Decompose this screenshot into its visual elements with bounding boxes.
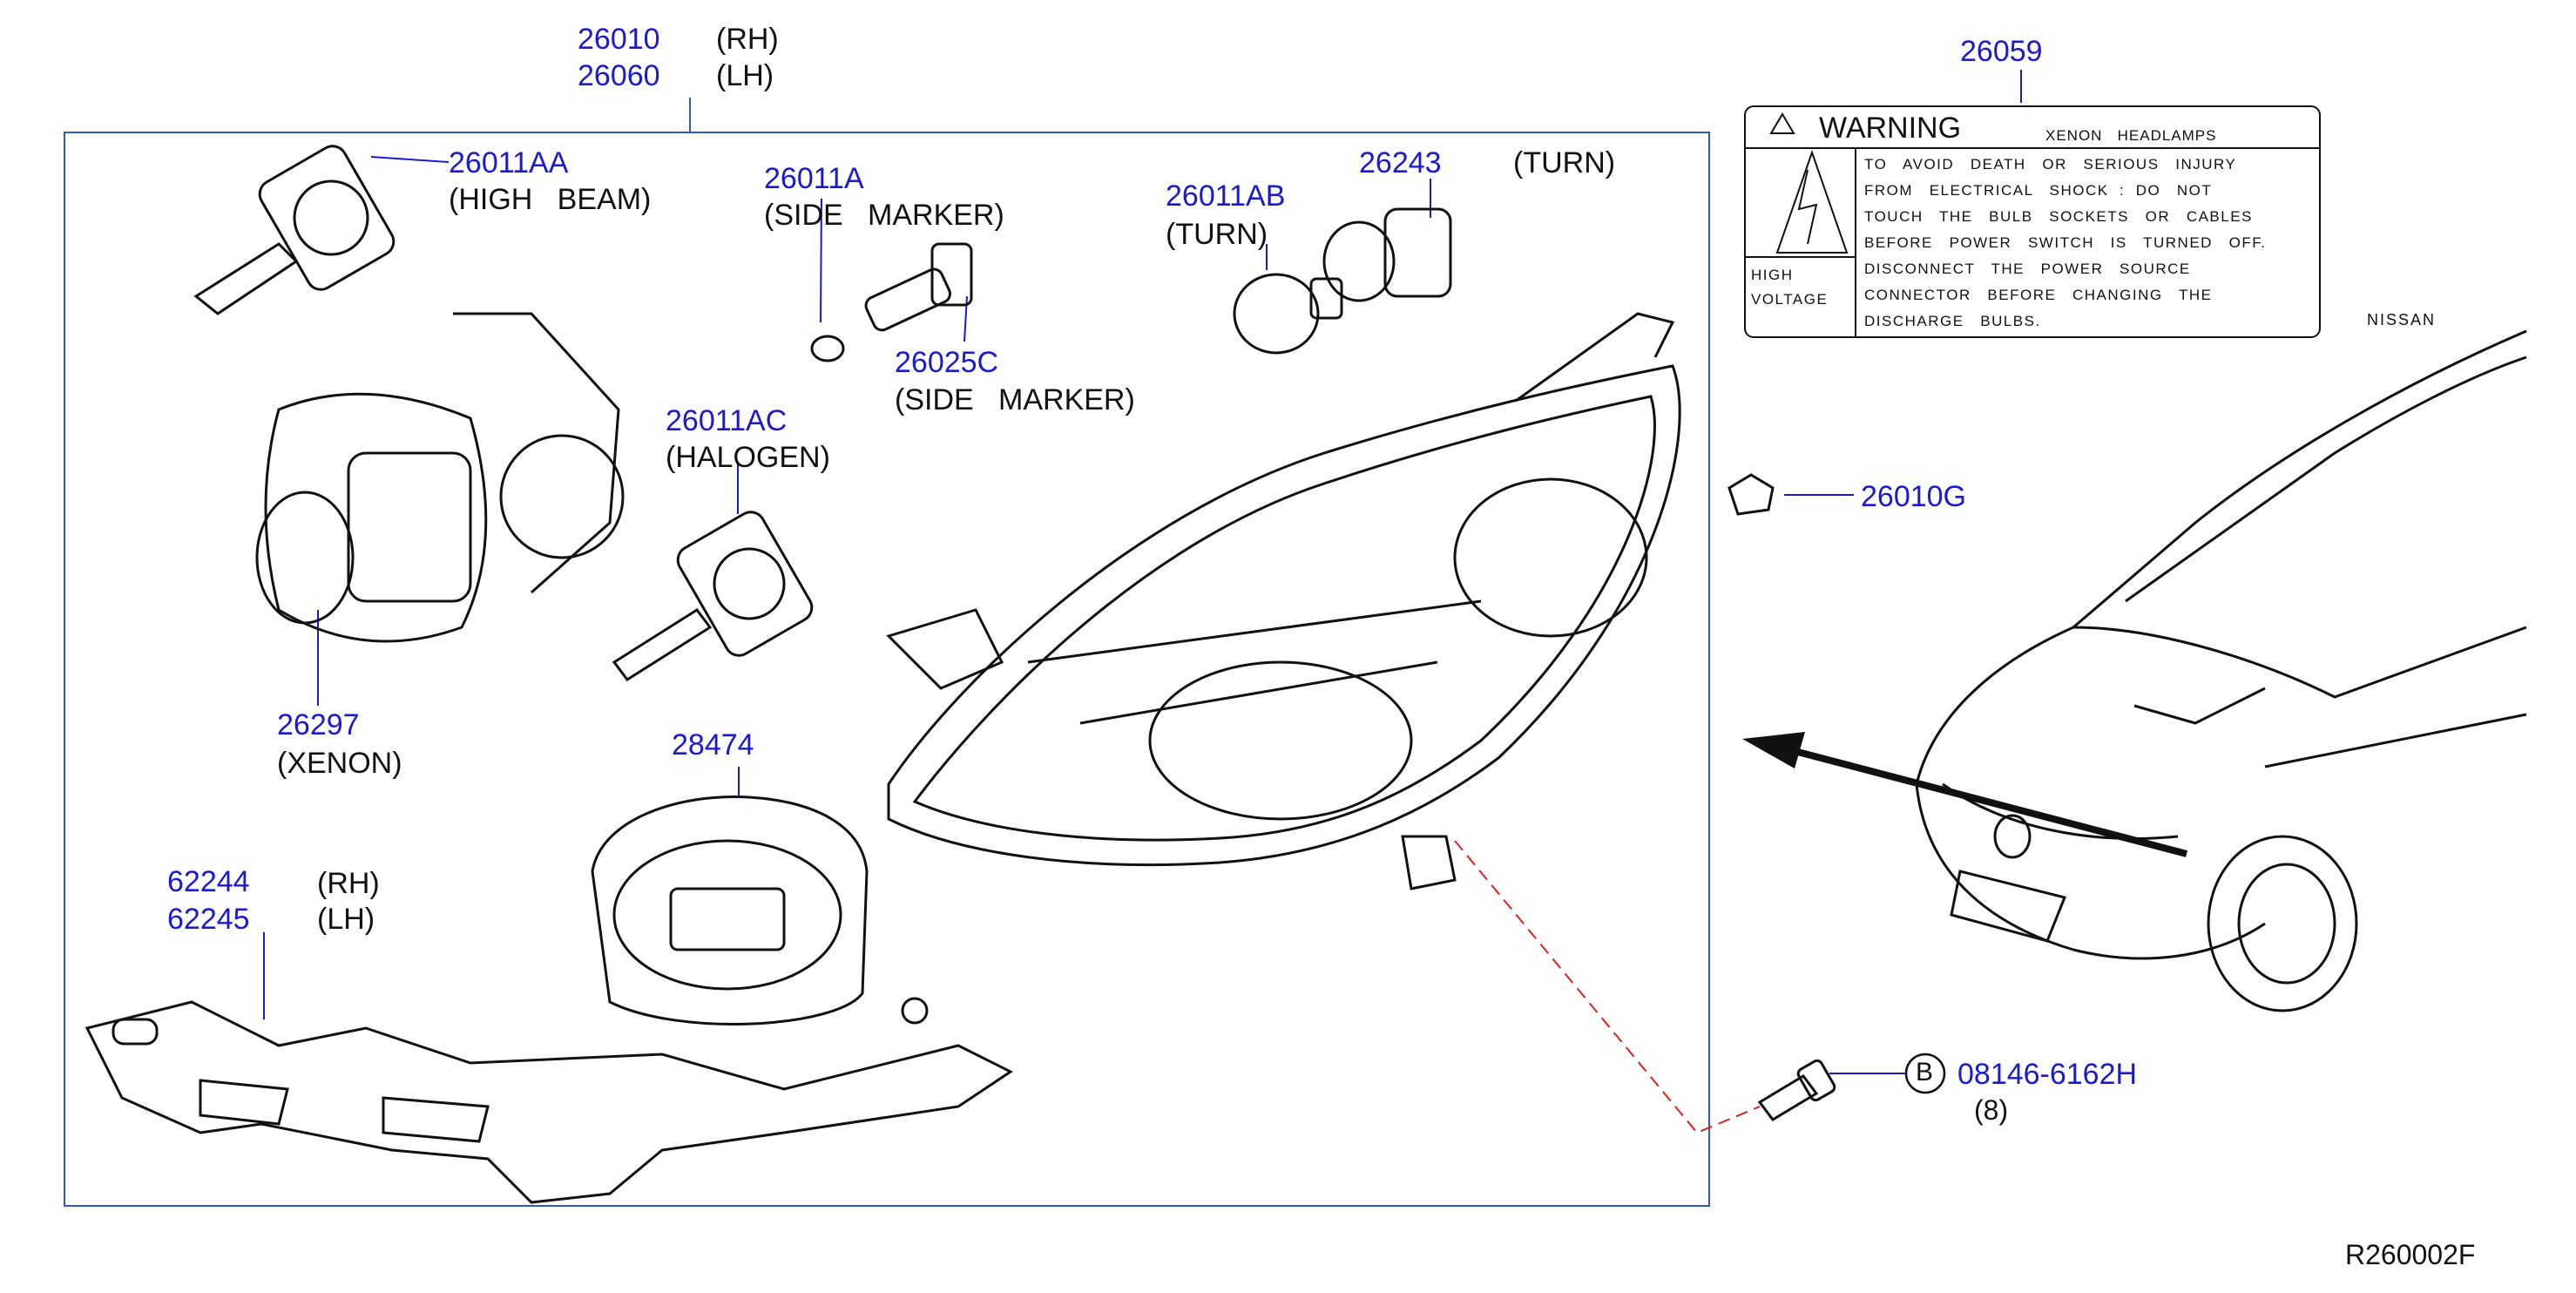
part-desc-halogen: (HALOGEN) — [666, 441, 830, 474]
bolt-quantity: (8) — [1974, 1094, 2009, 1126]
clip-icon — [1727, 473, 1775, 516]
assembly-rh-number[interactable]: 26010 — [578, 23, 660, 56]
bolt-marker: B — [1916, 1058, 1934, 1087]
side-marker-bulb-icon — [810, 335, 845, 362]
bracket-rh-side: (RH) — [317, 867, 380, 900]
warning-label-number[interactable]: 26059 — [1960, 35, 2043, 68]
assembly-rh-side: (RH) — [716, 23, 779, 56]
high-beam-bulb-icon — [193, 145, 396, 315]
bracket-rh-number[interactable]: 62244 — [167, 865, 250, 898]
part-desc-high-beam: (HIGH BEAM) — [449, 183, 652, 216]
part-number-side-marker-socket[interactable]: 26025C — [895, 346, 999, 379]
headlamp-assembly-icon — [886, 312, 1681, 890]
part-number-high-beam[interactable]: 26011AA — [449, 146, 569, 179]
warning-line: FROM ELECTRICAL SHOCK : DO NOT — [1864, 182, 2213, 199]
xenon-bulb-icon — [255, 312, 625, 643]
diagram-reference: R260002F — [2345, 1239, 2476, 1270]
warning-line: TO AVOID DEATH OR SERIOUS INJURY — [1864, 156, 2237, 173]
part-desc-turn-bulb: (TURN) — [1166, 218, 1268, 251]
bolt-marker-circle — [1904, 1053, 1946, 1094]
warning-subtitle: XENON HEADLAMPS — [2045, 127, 2217, 144]
ballast-unit-icon — [591, 795, 929, 1026]
part-number-side-marker-bulb[interactable]: 26011A — [764, 162, 864, 195]
halogen-bulb-icon — [612, 511, 814, 682]
part-number-turn-bulb[interactable]: 26011AB — [1166, 179, 1286, 213]
part-desc-xenon: (XENON) — [277, 747, 402, 780]
part-desc-side-marker-bulb: (SIDE MARKER) — [764, 199, 1004, 232]
assembly-lh-side: (LH) — [716, 59, 774, 92]
bolt-hidden-line — [1454, 840, 1761, 1134]
warning-label-frame — [1744, 105, 2321, 338]
assembly-frame — [64, 98, 1710, 1207]
car-brand-label: NISSAN — [2367, 311, 2437, 328]
warning-line: TOUCH THE BULB SOCKETS OR CABLES — [1864, 208, 2253, 225]
assembly-lh-number[interactable]: 26060 — [578, 59, 660, 92]
leader-lines — [263, 70, 2022, 1074]
part-number-ballast[interactable]: 28474 — [672, 728, 754, 762]
part-desc-turn-socket: (TURN) — [1513, 146, 1616, 179]
bracket-lh-number[interactable]: 62245 — [167, 903, 250, 936]
turn-bulb-icon — [1233, 273, 1343, 355]
bolt-icon — [1757, 1059, 1836, 1121]
high-voltage-line-2: VOLTAGE — [1751, 291, 1829, 308]
warning-line: DISCONNECT THE POWER SOURCE — [1864, 261, 2191, 277]
part-desc-side-marker-socket: (SIDE MARKER) — [895, 383, 1135, 416]
warning-title: WARNING — [1819, 112, 1962, 145]
bracket-icon — [85, 1000, 1013, 1204]
part-number-turn-socket[interactable]: 26243 — [1359, 146, 1442, 179]
bolt-part-number[interactable]: 08146-6162H — [1957, 1058, 2138, 1091]
part-number-halogen[interactable]: 26011AC — [666, 404, 788, 437]
warning-line: DISCHARGE BULBS. — [1864, 313, 2041, 329]
car-icon — [1915, 329, 2527, 1012]
high-voltage-line-1: HIGH — [1751, 267, 1794, 283]
warning-line: BEFORE POWER SWITCH IS TURNED OFF. — [1864, 234, 2267, 251]
direction-arrow-icon — [1742, 732, 2188, 857]
side-marker-socket-icon — [864, 242, 973, 332]
part-number-clip[interactable]: 26010G — [1861, 480, 1966, 513]
warning-triangle-icon — [1769, 112, 1849, 254]
warning-line: CONNECTOR BEFORE CHANGING THE — [1864, 287, 2213, 303]
turn-socket-icon — [1322, 207, 1452, 302]
part-number-xenon[interactable]: 26297 — [277, 708, 360, 741]
bracket-lh-side: (LH) — [317, 903, 375, 936]
